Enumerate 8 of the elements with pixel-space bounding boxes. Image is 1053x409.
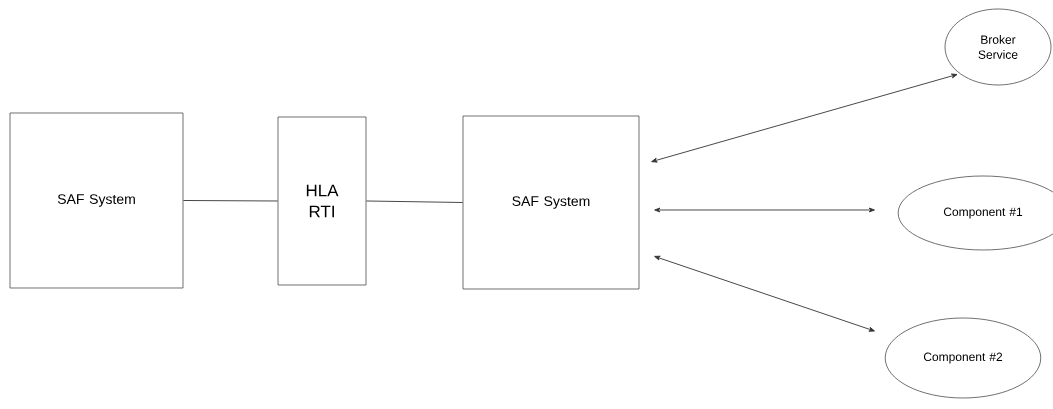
connector-line <box>365 200 464 203</box>
system-box: HLA RTI <box>277 116 367 286</box>
arrow <box>654 207 875 213</box>
arrow <box>651 73 958 163</box>
system-box: SAF System <box>462 115 640 290</box>
arrow <box>654 255 875 332</box>
connector-line <box>182 200 279 202</box>
system-box: SAF System <box>9 112 184 289</box>
